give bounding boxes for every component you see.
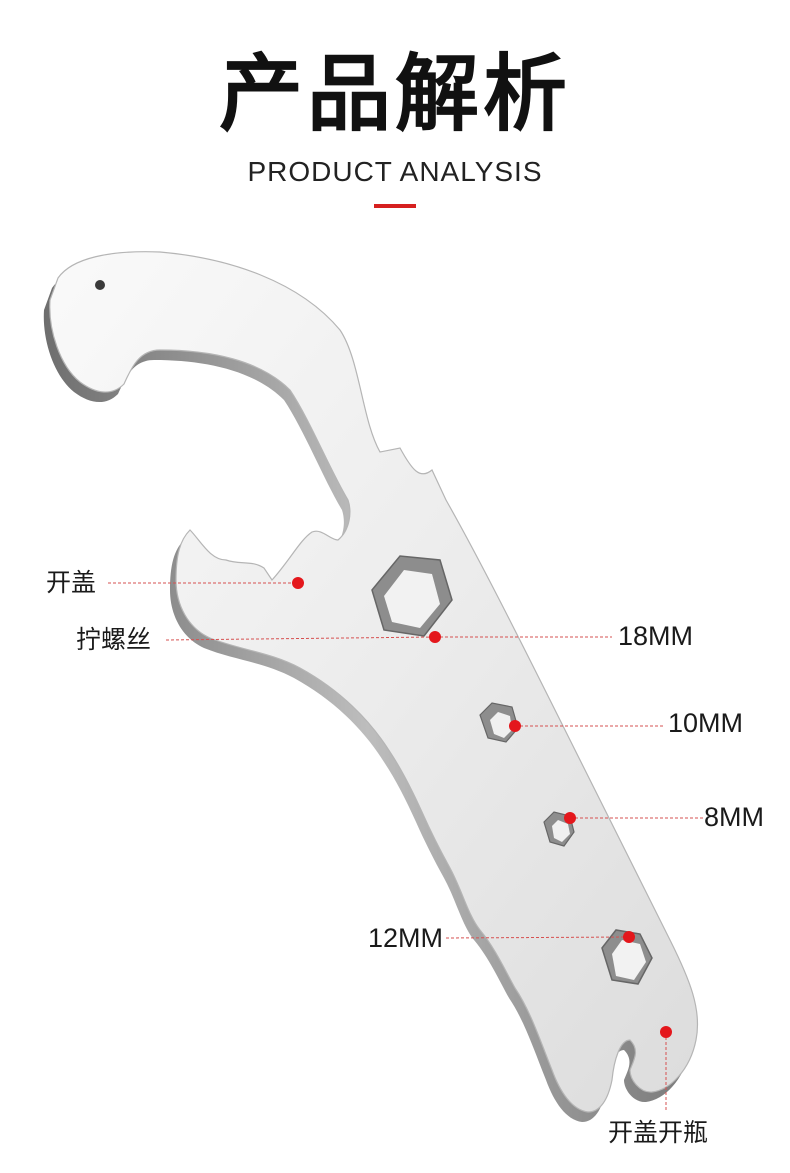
marker-tighten-screw	[429, 631, 441, 643]
marker-open-lid-bottle	[660, 1026, 672, 1038]
callout-open-lid: 开盖	[46, 568, 97, 597]
marker-open-lid	[292, 577, 304, 589]
callout-markers	[292, 577, 672, 1038]
leader-lines	[108, 582, 704, 1112]
leader-12mm	[445, 936, 630, 939]
page-subtitle: PRODUCT ANALYSIS	[247, 156, 543, 187]
callout-8mm: 8MM	[704, 802, 764, 832]
title-underline	[374, 204, 416, 208]
wrench-face	[49, 251, 699, 1113]
callout-10mm: 10MM	[668, 708, 744, 738]
callout-18mm: 18MM	[618, 621, 694, 651]
marker-10mm	[509, 720, 521, 732]
page-title: 产品解析	[218, 45, 571, 143]
callout-12mm: 12MM	[368, 923, 444, 953]
callout-open-lid-bottle: 开盖开瓶	[608, 1118, 709, 1147]
callout-tighten-screw: 拧螺丝	[76, 625, 152, 654]
marker-8mm	[564, 812, 576, 824]
hanging-hole	[95, 280, 105, 290]
marker-12mm	[623, 931, 635, 943]
